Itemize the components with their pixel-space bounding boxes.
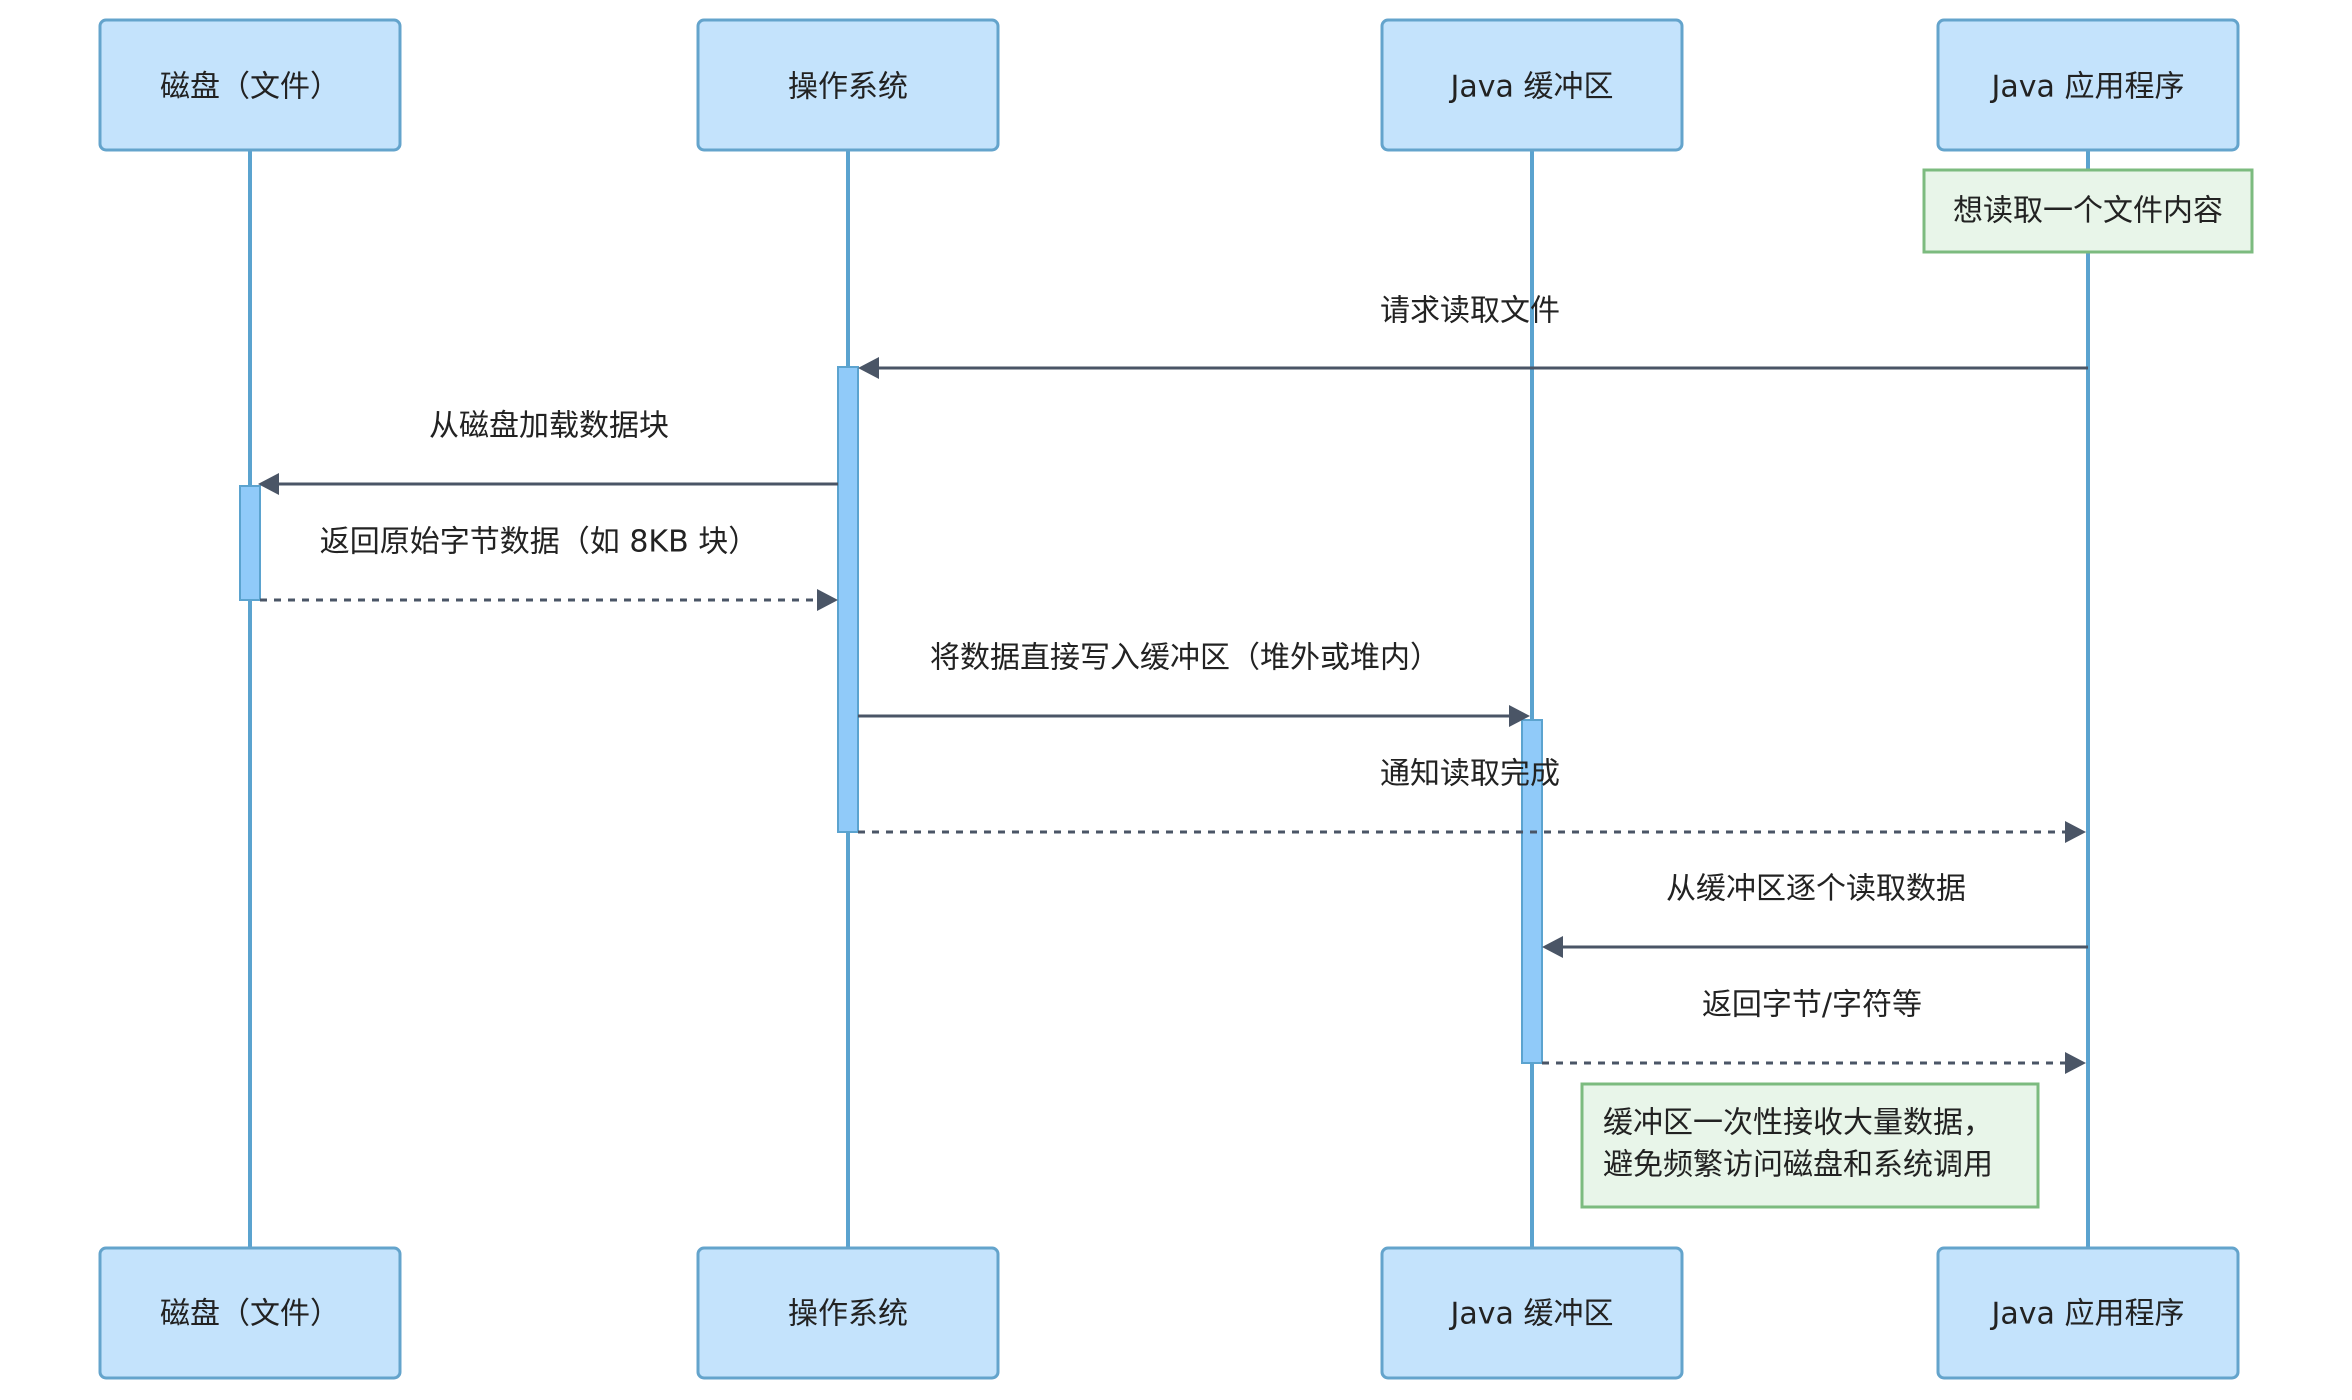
actor-label: 磁盘（文件） [160, 1297, 340, 1332]
actor-bottom-disk: 磁盘（文件） [98, 1246, 402, 1380]
activation-buffer [1521, 719, 1543, 1064]
actor-label: 磁盘（文件） [160, 70, 340, 105]
message-label: 从磁盘加载数据块 [429, 409, 669, 444]
message-return-raw-bytes: 返回原始字节数据（如 8KB 块） [260, 525, 838, 611]
message-label: 返回原始字节数据（如 8KB 块） [320, 525, 758, 560]
actor-label: Java 应用程序 [1990, 70, 2185, 105]
arrowhead-left [1542, 936, 1563, 958]
activation-os [837, 366, 859, 833]
actor-label: Java 缓冲区 [1449, 70, 1614, 105]
actor-label: Java 缓冲区 [1449, 1297, 1614, 1332]
arrowhead-right [2065, 821, 2086, 843]
actor-top-app: Java 应用程序 [1936, 18, 2240, 152]
message-notify-complete: 通知读取完成 [858, 757, 2086, 843]
note-buffer-benefit: 缓冲区一次性接收大量数据， 避免频繁访问磁盘和系统调用 [1580, 1082, 2040, 1209]
message-load-block: 从磁盘加载数据块 [258, 409, 838, 495]
message-label: 通知读取完成 [1380, 757, 1560, 792]
actor-bottom-buffer: Java 缓冲区 [1380, 1246, 1684, 1380]
actor-top-disk: 磁盘（文件） [98, 18, 402, 152]
message-write-buffer: 将数据直接写入缓冲区（堆外或堆内） [858, 641, 1530, 727]
actor-top-os: 操作系统 [696, 18, 1000, 152]
arrowhead-right [1509, 705, 1530, 727]
arrowhead-right [2065, 1052, 2086, 1074]
arrowhead-left [858, 357, 879, 379]
note-text-line-1: 缓冲区一次性接收大量数据， [1603, 1106, 1993, 1141]
message-request-read-file: 请求读取文件 [858, 294, 2088, 379]
message-return-bytes-chars: 返回字节/字符等 [1542, 988, 2086, 1074]
message-label: 返回字节/字符等 [1702, 988, 1922, 1023]
actor-label: 操作系统 [788, 1297, 908, 1332]
actor-bottom-os: 操作系统 [696, 1246, 1000, 1380]
message-label: 将数据直接写入缓冲区（堆外或堆内） [930, 641, 1440, 676]
actor-bottom-app: Java 应用程序 [1936, 1246, 2240, 1380]
message-label: 从缓冲区逐个读取数据 [1666, 872, 1966, 907]
note-app-intent: 想读取一个文件内容 [1922, 168, 2254, 254]
message-label: 请求读取文件 [1380, 294, 1560, 329]
arrowhead-left [258, 473, 279, 495]
arrowhead-right [817, 589, 838, 611]
actor-label: 操作系统 [788, 70, 908, 105]
activation-disk [239, 485, 261, 601]
actor-top-buffer: Java 缓冲区 [1380, 18, 1684, 152]
actor-label: Java 应用程序 [1990, 1297, 2185, 1332]
note-text-line-2: 避免频繁访问磁盘和系统调用 [1603, 1148, 1993, 1183]
message-read-from-buffer: 从缓冲区逐个读取数据 [1542, 872, 2088, 958]
note-text: 想读取一个文件内容 [1953, 194, 2223, 229]
